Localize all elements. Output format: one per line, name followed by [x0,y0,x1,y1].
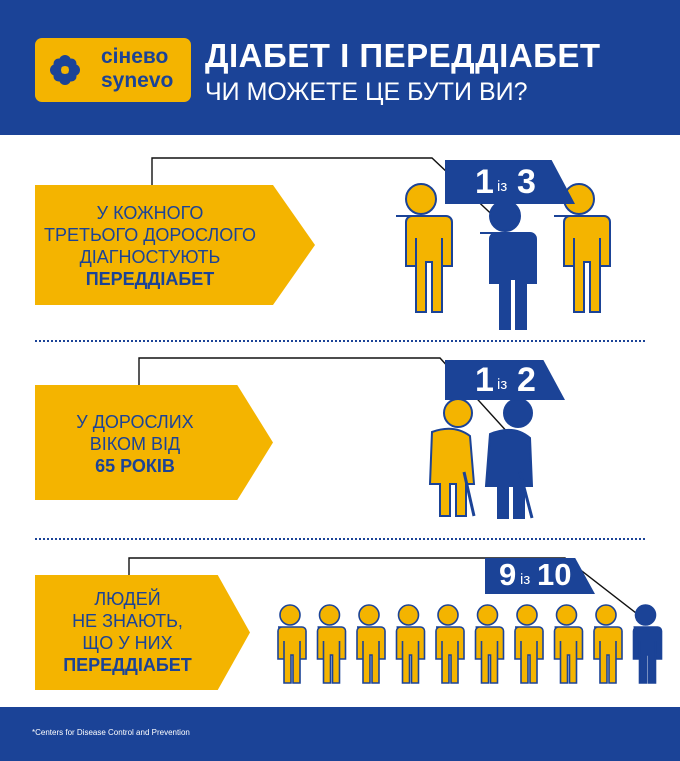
person-figure-2-highlighted [480,200,537,330]
callout-text-3: ЛЮДЕЙ НЕ ЗНАЮТЬ, ЩО У НИХ ПЕРЕДДІАБЕТ [35,588,220,676]
callout-arrow-1 [35,185,315,305]
person-figure-small-10 [632,604,663,684]
divider-2 [35,538,645,540]
person-figure-small-2 [316,604,347,684]
footnote: *Centers for Disease Control and Prevent… [32,728,190,737]
callout-1-line-1: У КОЖНОГО [96,203,204,223]
person-figure-1 [396,183,453,313]
callout-1-line-4: ПЕРЕДДІАБЕТ [85,269,215,289]
stat-1-of: із [497,178,508,195]
person-figure-small-5 [435,604,465,684]
callout-3-line-4: ПЕРЕДДІАБЕТ [63,655,192,675]
callout-3-line-2: НЕ ЗНАЮТЬ, [72,611,183,631]
people-row-10 [277,604,663,684]
stat-2-num: 1 [475,361,494,399]
connector-line-3 [128,557,646,621]
elderly-figure-2-highlighted [484,398,534,519]
stat-3-num: 9 [499,557,517,592]
callout-1-line-3: ДІАГНОСТУЮТЬ [79,247,221,267]
person-figure-small-9 [593,604,623,684]
callout-2-line-1: У ДОРОСЛИХ [76,412,194,432]
stat-badge-1: 1 із 3 [445,160,575,204]
person-figure-small-4 [395,604,426,684]
callout-text-2: У ДОРОСЛИХ ВІКОМ ВІД 65 РОКІВ [35,411,235,477]
callout-3-line-1: ЛЮДЕЙ [94,589,161,609]
callout-2-line-3: 65 РОКІВ [95,456,175,476]
person-figure-small-1 [277,604,307,684]
stat-3-of: із [520,571,531,588]
person-figure-small-8 [553,604,584,684]
stat-badge-3: 9 із 10 [485,558,595,594]
synevo-logo: сінево synevo [35,38,191,102]
stat-2-den: 2 [517,361,536,399]
callout-arrow-3 [35,575,250,690]
page-subtitle: ЧИ МОЖЕТЕ ЦЕ БУТИ ВИ? [205,78,528,106]
flower-icon [50,55,80,85]
callout-arrow-2 [35,385,273,500]
page-title: ДІАБЕТ І ПЕРЕДДІАБЕТ [205,37,601,74]
stat-3-den: 10 [537,557,572,592]
stat-badge-2: 1 із 2 [445,360,565,400]
elderly-figure-1 [428,398,476,517]
callout-1-line-2: ТРЕТЬОГО ДОРОСЛОГО [44,225,256,245]
stat-1-den: 3 [517,163,536,201]
brand-name-en: synevo [101,69,174,92]
person-figure-small-7 [514,604,544,684]
brand-name-ua: сінево [101,45,169,68]
callout-3-line-3: ЩО У НИХ [82,633,173,653]
person-figure-small-6 [474,604,505,684]
stat-2-of: із [497,376,508,393]
footer-bar [0,707,680,761]
divider-1 [35,340,645,342]
callout-text-1: У КОЖНОГО ТРЕТЬОГО ДОРОСЛОГО ДІАГНОСТУЮТ… [35,202,265,290]
person-figure-small-3 [356,604,386,684]
stat-1-num: 1 [475,163,494,201]
person-figure-3 [554,183,611,313]
callout-2-line-2: ВІКОМ ВІД [89,434,181,454]
